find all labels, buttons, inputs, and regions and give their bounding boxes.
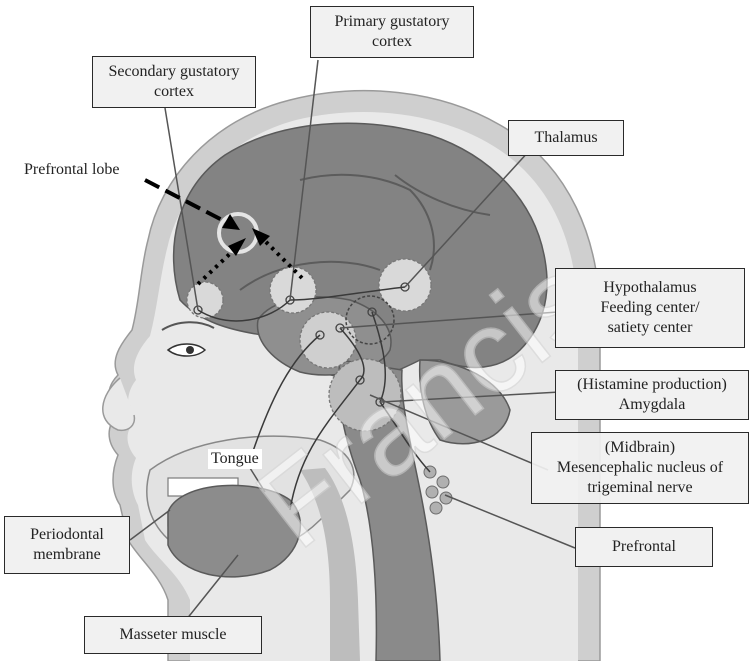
label-midbrain: (Midbrain) Mesencephalic nucleus of trig… [531, 432, 749, 504]
label-thalamus: Thalamus [508, 120, 624, 156]
label-secondary-gustatory-cortex: Secondary gustatory cortex [92, 56, 256, 108]
ganglion-dot [437, 476, 449, 488]
label-periodontal-membrane: Periodontal membrane [4, 516, 130, 574]
pupil [186, 346, 194, 354]
label-primary-gustatory-cortex: Primary gustatory cortex [310, 6, 474, 58]
label-tongue: Tongue [208, 449, 262, 469]
secondary-gustatory-circle [187, 282, 223, 318]
ganglion-dot [440, 492, 452, 504]
label-prefrontal-lobe: Prefrontal lobe [24, 160, 120, 180]
hypothalamus-circle [300, 312, 356, 368]
label-amygdala: (Histamine production) Amygdala [555, 370, 749, 420]
label-hypothalamus: Hypothalamus Feeding center/ satiety cen… [555, 268, 745, 348]
label-masseter-muscle: Masseter muscle [84, 616, 262, 654]
label-prefrontal: Prefrontal [575, 527, 713, 567]
ganglion-dot [426, 486, 438, 498]
ganglion-dot [430, 502, 442, 514]
